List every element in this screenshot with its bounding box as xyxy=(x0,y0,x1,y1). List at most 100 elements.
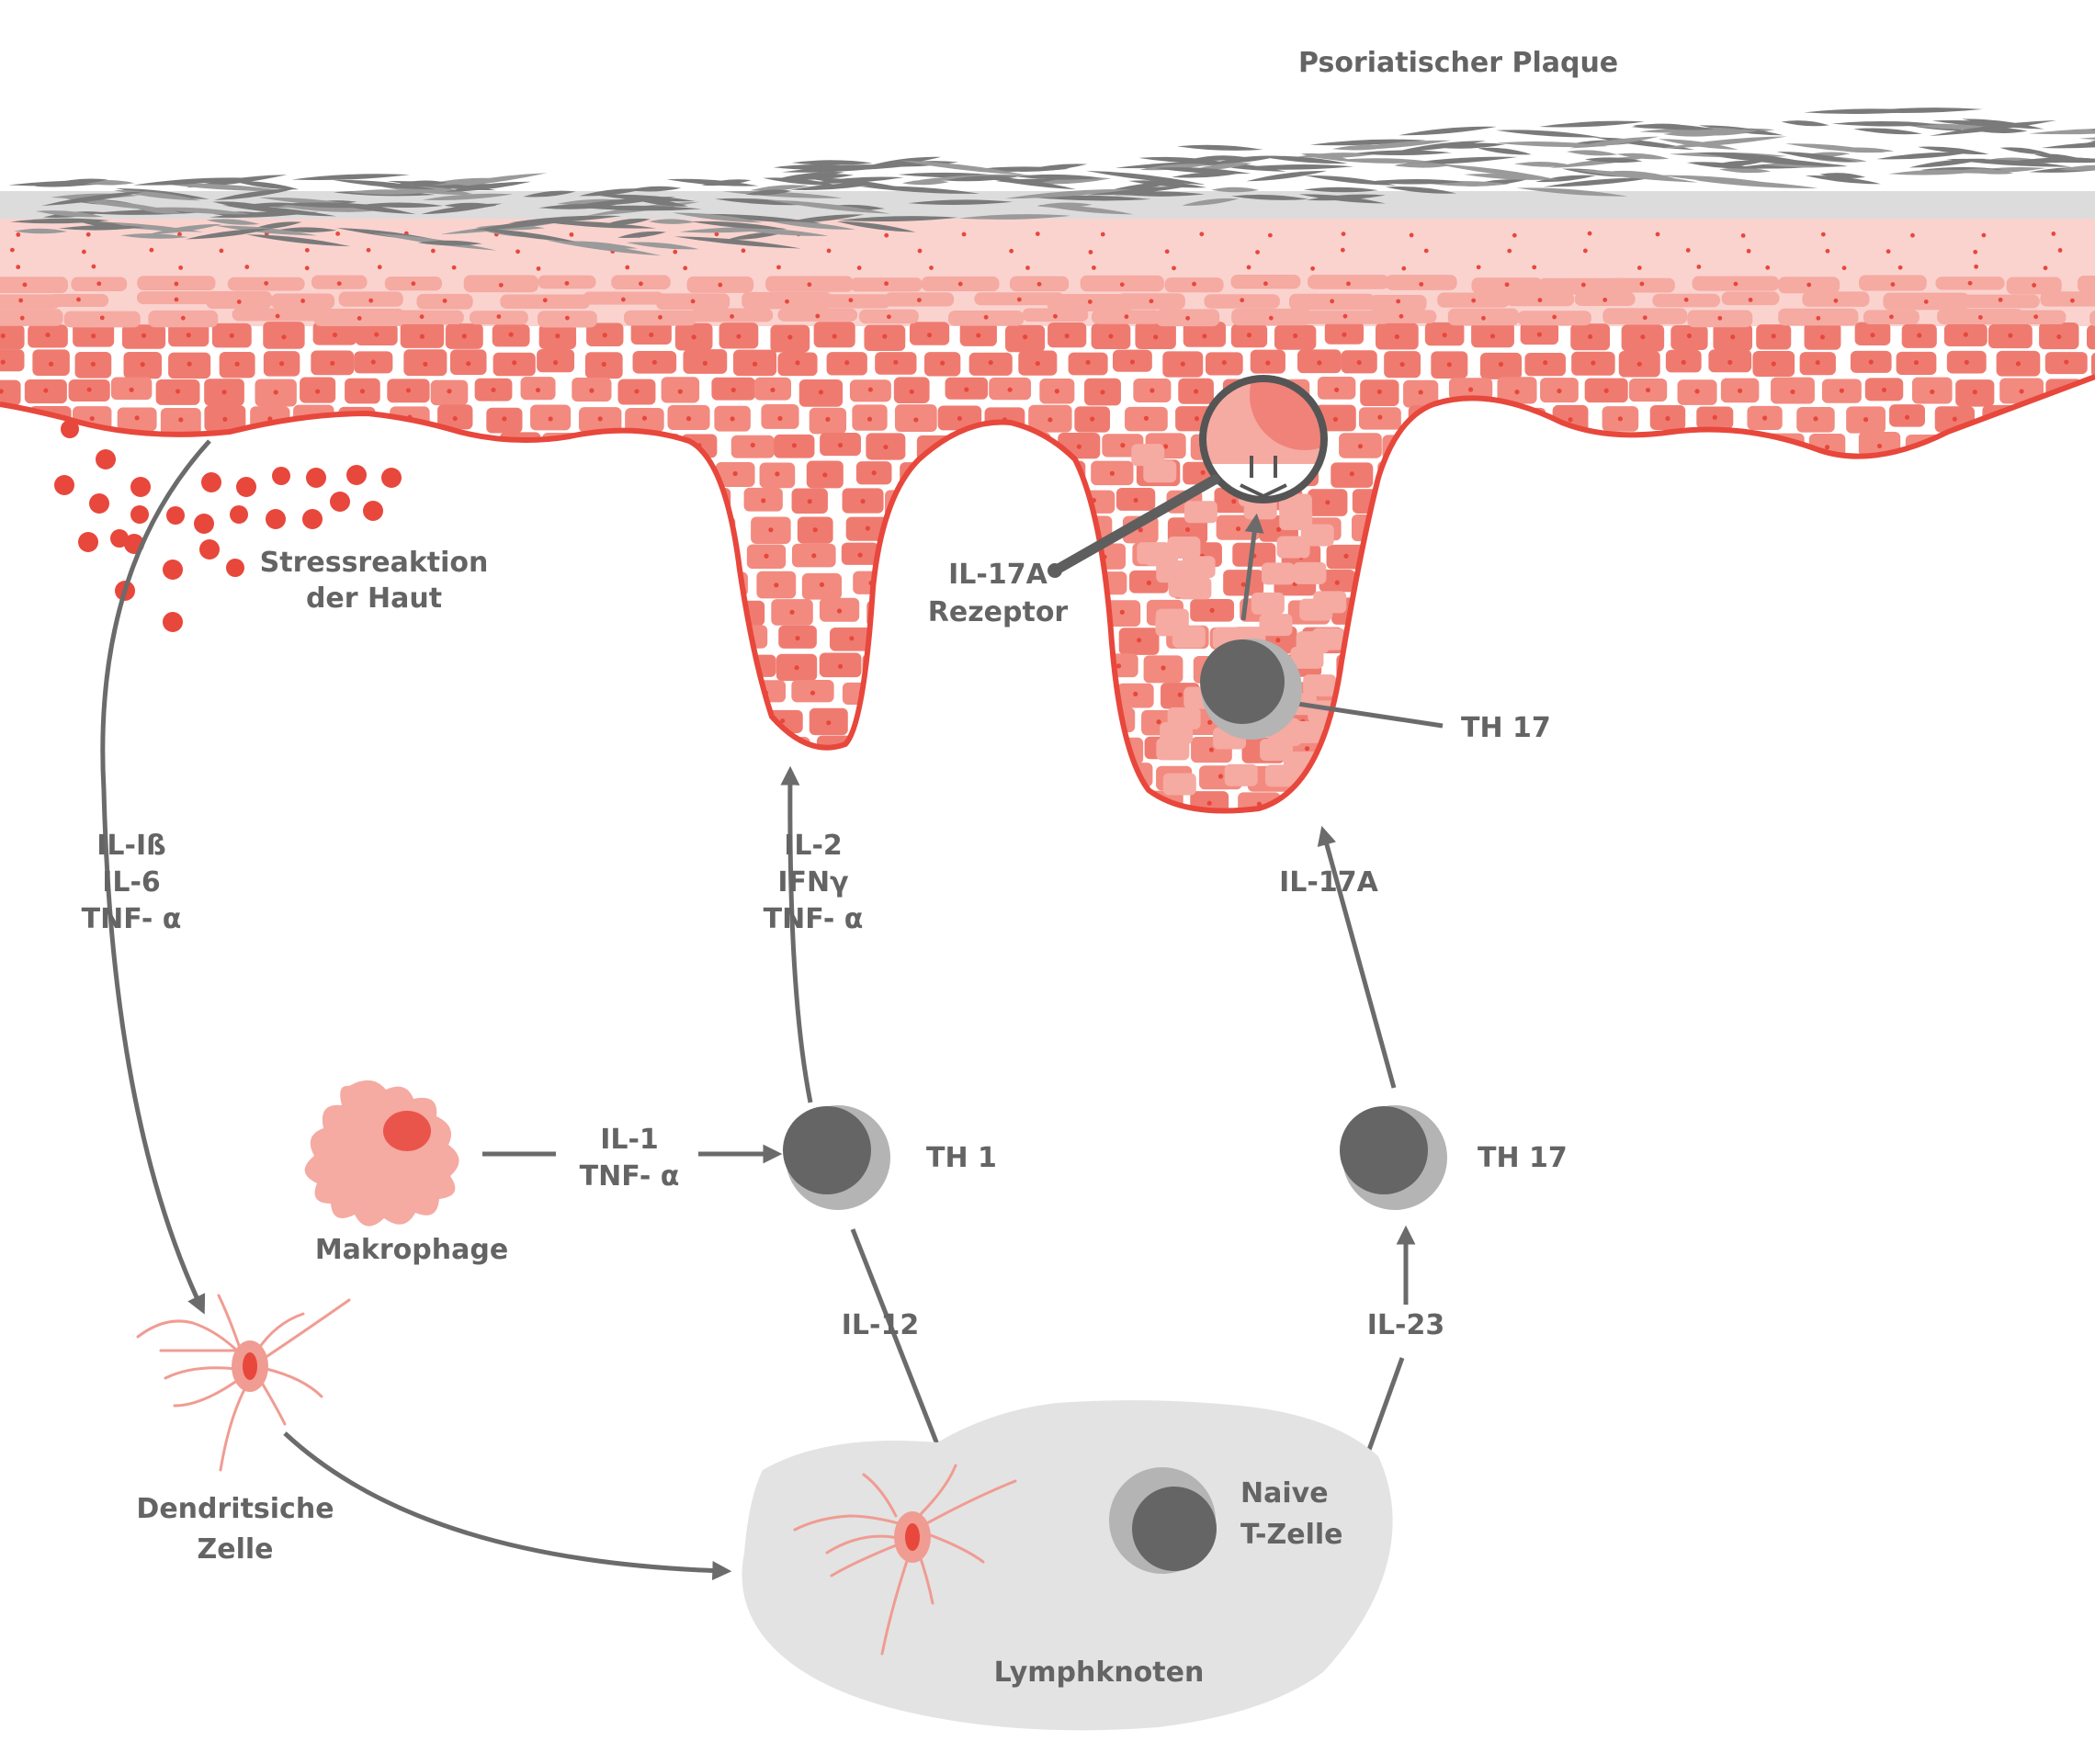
cell-nucleus xyxy=(702,968,707,973)
cell-nucleus xyxy=(1619,800,1625,807)
cell-nucleus xyxy=(328,748,334,753)
cell-nucleus xyxy=(1439,1352,1444,1357)
labels: Psoriatischer Plaque Stressreaktion der … xyxy=(82,47,1618,1689)
cell-nucleus xyxy=(880,1272,885,1276)
spinous-cell xyxy=(2071,1068,2095,1093)
cell-nucleus xyxy=(51,885,56,889)
granular-cell xyxy=(2017,243,2095,257)
spinous-cell xyxy=(1237,1233,1277,1258)
arrow-th17-to-receptor xyxy=(1240,513,1264,621)
spinous-cell xyxy=(405,738,443,764)
cell-nucleus xyxy=(1088,829,1093,833)
cell-nucleus xyxy=(191,1244,196,1249)
spinous-cell xyxy=(626,570,670,594)
cell-nucleus xyxy=(2008,996,2012,1001)
cell-nucleus xyxy=(1889,939,1894,944)
cell-nucleus xyxy=(90,1270,95,1274)
cell-nucleus xyxy=(1868,691,1874,696)
spinous-cell xyxy=(163,1369,203,1396)
cell-nucleus xyxy=(704,746,709,752)
spinous-cell xyxy=(1951,763,1994,786)
spinous-cell xyxy=(1339,737,1375,763)
spinous-cell xyxy=(25,846,62,873)
spinous-cell xyxy=(649,542,685,567)
cell-nucleus xyxy=(1588,334,1593,340)
spinous-cell xyxy=(1504,792,1543,811)
cell-nucleus xyxy=(2021,1408,2025,1412)
cell-nucleus xyxy=(243,691,249,696)
spinous-cell xyxy=(311,654,356,682)
cell-nucleus xyxy=(1161,802,1167,808)
cell-nucleus xyxy=(423,967,427,972)
spinous-cell xyxy=(375,931,414,957)
spinous-cell xyxy=(406,1398,449,1424)
cell-nucleus xyxy=(1896,1134,1900,1138)
spinous-cell xyxy=(1795,1096,1830,1123)
cell-nucleus xyxy=(1813,719,1818,725)
cell-nucleus xyxy=(1844,941,1849,945)
spinous-cell xyxy=(119,626,159,651)
cell-nucleus xyxy=(1753,1050,1758,1055)
cell-nucleus xyxy=(949,1408,954,1413)
spinous-cell xyxy=(793,1067,832,1090)
cell-nucleus xyxy=(1463,913,1467,918)
cell-nucleus xyxy=(795,635,800,641)
cell-nucleus xyxy=(1512,525,1517,530)
cell-nucleus xyxy=(1653,1160,1658,1165)
spinous-cell xyxy=(227,680,265,705)
cell-nucleus xyxy=(1494,1216,1499,1221)
spinous-cell xyxy=(1889,985,1927,1007)
spinous-cell xyxy=(349,1343,387,1365)
cell-nucleus xyxy=(823,1215,828,1219)
cell-nucleus xyxy=(1580,282,1586,288)
cell-nucleus xyxy=(1347,857,1352,862)
spinous-cell xyxy=(1686,1178,1726,1204)
cell-nucleus xyxy=(1639,775,1645,780)
cell-nucleus xyxy=(2045,417,2051,423)
spinous-cell xyxy=(920,1012,957,1036)
spinous-cell xyxy=(671,1344,712,1371)
cell-nucleus xyxy=(900,500,906,505)
mid-cytokine-1: IL-2 xyxy=(784,830,843,862)
cell-nucleus xyxy=(2021,1327,2026,1331)
cell-nucleus xyxy=(696,1106,700,1111)
spinous-cell xyxy=(1165,1067,1206,1091)
spinous-cell xyxy=(0,487,18,514)
cell-nucleus xyxy=(2062,829,2067,833)
cell-nucleus xyxy=(1964,359,1969,365)
spinous-cell xyxy=(28,983,69,1006)
ridge-cell xyxy=(1278,493,1312,516)
spinous-cell xyxy=(1264,1179,1300,1206)
spinous-cell xyxy=(0,876,22,899)
spinous-cell xyxy=(724,1094,760,1120)
cell-nucleus xyxy=(1514,885,1519,889)
cell-nucleus xyxy=(1214,1380,1218,1385)
spinous-cell xyxy=(1913,1014,1949,1039)
cell-nucleus xyxy=(981,1381,986,1385)
spinous-cell xyxy=(504,654,540,678)
spinous-cell xyxy=(675,1372,711,1396)
plaque-scale xyxy=(1033,177,1112,185)
cell-nucleus xyxy=(0,610,3,616)
cell-nucleus xyxy=(1550,1297,1555,1302)
spinous-cell xyxy=(1237,986,1277,1010)
spinous-cell xyxy=(25,571,69,596)
cell-nucleus xyxy=(1054,389,1059,394)
spinous-cell xyxy=(1704,984,1741,1010)
cell-nucleus xyxy=(793,1023,798,1027)
spinous-cell xyxy=(32,655,77,679)
spinous-cell xyxy=(1050,1344,1089,1366)
spinous-cell xyxy=(509,683,546,707)
cell-nucleus xyxy=(964,387,969,392)
spinous-cell xyxy=(450,735,489,762)
cell-nucleus xyxy=(661,664,666,670)
spinous-cell xyxy=(767,1261,802,1284)
spinous-cell xyxy=(1047,1039,1088,1064)
spinous-cell xyxy=(174,1344,218,1368)
spinous-cell xyxy=(2002,765,2040,790)
spinous-cell xyxy=(1540,874,1583,899)
spinous-cell xyxy=(1871,929,1912,952)
spinous-cell xyxy=(856,709,896,737)
cell-nucleus xyxy=(1626,719,1632,725)
spinous-cell xyxy=(1668,682,1705,707)
